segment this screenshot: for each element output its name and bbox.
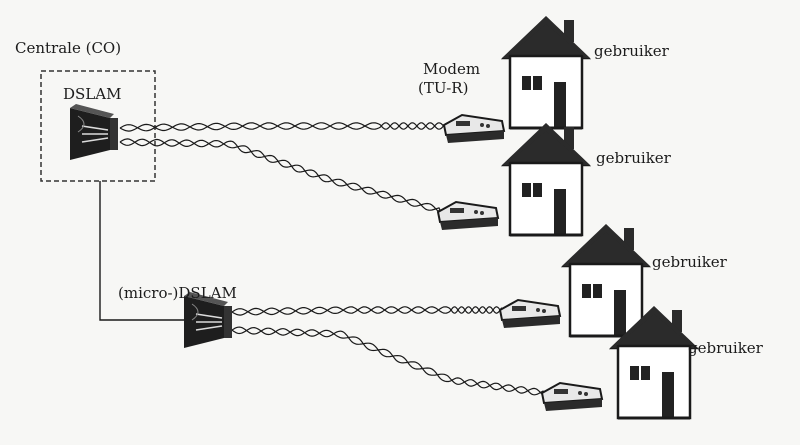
twisted-pair-cables: [119, 122, 545, 396]
cable-3-strand-1: [231, 306, 503, 316]
backbone-line: [99, 181, 190, 321]
modem-icon-3: [499, 299, 561, 329]
house-icon-3: [560, 222, 652, 338]
house-icon-2: [500, 121, 592, 237]
modem-icon-2: [437, 201, 499, 231]
user-label-1: gebruiker: [594, 42, 669, 60]
cable-1-strand-1: [119, 122, 447, 132]
house-icon-1: [500, 14, 592, 130]
dslam-label: DSLAM: [63, 85, 122, 103]
cable-2-strand-1: [119, 138, 441, 212]
central-office-label: Centrale (CO): [15, 39, 122, 57]
micro-dslam-label: (micro-)DSLAM: [118, 284, 237, 302]
cable-1-strand-2: [119, 122, 447, 132]
modem-label-line1: Modem: [423, 60, 481, 78]
modem-icon-1: [443, 114, 505, 144]
modem-icon-4: [541, 382, 603, 412]
dslam-icon: [69, 103, 119, 161]
cable-4-strand-1: [231, 326, 545, 396]
central-office-box: [40, 70, 156, 182]
modem-label-line2: (TU-R): [418, 79, 469, 97]
user-label-4: gebruiker: [688, 339, 763, 357]
cable-4-strand-2: [231, 326, 545, 396]
cable-3-strand-2: [231, 306, 503, 316]
user-label-2: gebruiker: [596, 149, 671, 167]
cable-2-strand-2: [119, 138, 441, 211]
user-label-3: gebruiker: [652, 253, 727, 271]
